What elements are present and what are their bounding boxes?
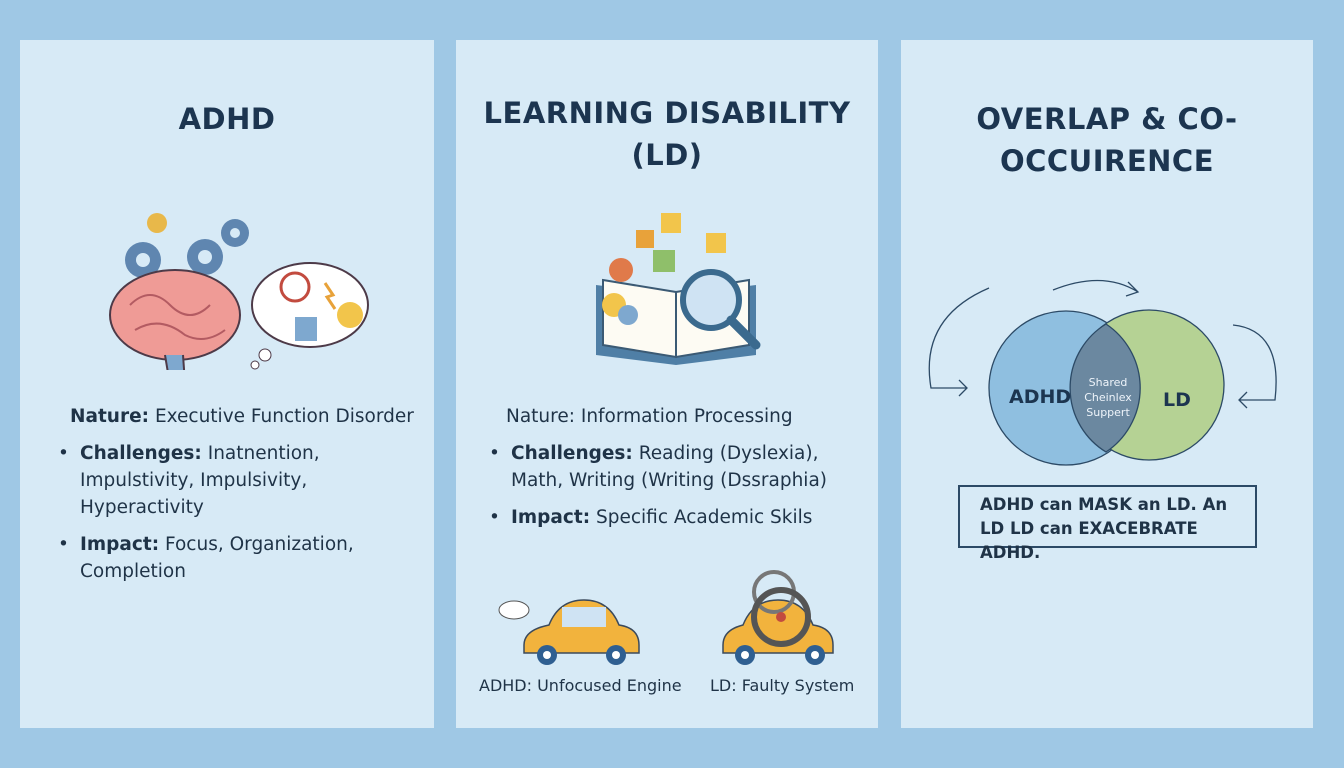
venn-center-line3: Suppert bbox=[1086, 406, 1130, 419]
ld-title: LEARNING DISABILITY (LD) bbox=[483, 96, 851, 172]
cycle-arrow-left-icon bbox=[928, 287, 990, 397]
car-faulty-system-icon bbox=[722, 570, 834, 665]
overlap-note: ADHD can MASK an LD. An LD LD can EXACEB… bbox=[958, 485, 1257, 562]
impact-value: Focus, Organization, Completion bbox=[80, 534, 354, 582]
venn-label-adhd: ADHD bbox=[1009, 386, 1071, 408]
nature-value: Executive Function Disorder bbox=[154, 406, 414, 427]
nature-line: Nature: Executive Function Disorder bbox=[70, 403, 430, 430]
ld-panel: LEARNING DISABILITY (LD) Nature: Informa… bbox=[456, 40, 878, 728]
overlap-title: OVERLAP & CO-OCCUIRENCE bbox=[976, 102, 1238, 178]
adhd-panel: ADHD Nature: Executive Function Disorder… bbox=[20, 40, 434, 728]
nature-label: Nature: bbox=[70, 406, 150, 427]
cycle-arrow-top-icon bbox=[1052, 279, 1140, 297]
brain-thought-illustration bbox=[109, 213, 369, 370]
nature-line: Nature: Information Processing bbox=[506, 403, 866, 430]
challenges-value: Reading (Dyslexia), Math, Writing (Writi… bbox=[511, 443, 827, 491]
impact-item: Impact: Focus, Organization, Completion bbox=[58, 531, 430, 585]
overlap-panel: OVERLAP & CO-OCCUIRENCE ADHD LD Shared C… bbox=[901, 40, 1313, 728]
challenges-item: Challenges: Reading (Dyslexia), Math, Wr… bbox=[489, 440, 866, 494]
challenges-item: Challenges: Inatnention, Impulstivity, I… bbox=[58, 440, 430, 521]
car-ld-caption: LD: Faulty System bbox=[710, 676, 855, 695]
challenges-value: Inatnention, Impulstivity, Impulsivity, … bbox=[80, 443, 320, 518]
venn-center-line2: Cheinlex bbox=[1084, 391, 1132, 404]
nature-label: Nature: bbox=[506, 406, 575, 427]
car-unfocused-engine-icon bbox=[498, 599, 640, 665]
car-adhd-caption: ADHD: Unfocused Engine bbox=[479, 676, 682, 695]
adhd-bullet-list: Challenges: Inatnention, Impulstivity, I… bbox=[58, 440, 430, 585]
letters-icon bbox=[602, 213, 726, 325]
impact-value: Specific Academic Skils bbox=[596, 507, 813, 528]
book-magnifier-illustration bbox=[596, 213, 761, 365]
gear-icon bbox=[125, 213, 249, 278]
adhd-details: Nature: Executive Function Disorder Chal… bbox=[58, 403, 430, 595]
challenges-label: Challenges: bbox=[80, 443, 202, 464]
venn-center-line1: Shared bbox=[1089, 376, 1128, 389]
impact-label: Impact: bbox=[80, 534, 160, 555]
venn-diagram: ADHD LD Shared Cheinlex Suppert bbox=[928, 279, 1277, 466]
magnifier-icon bbox=[680, 269, 761, 350]
ld-bullet-list: Challenges: Reading (Dyslexia), Math, Wr… bbox=[489, 440, 866, 531]
impact-label: Impact: bbox=[511, 507, 591, 528]
ld-details: Nature: Information Processing Challenge… bbox=[489, 403, 866, 541]
cycle-arrow-right-icon bbox=[1232, 324, 1277, 409]
adhd-title: ADHD bbox=[178, 102, 276, 136]
nature-value: Information Processing bbox=[580, 406, 793, 427]
brain-icon bbox=[109, 269, 241, 370]
venn-label-ld: LD bbox=[1163, 389, 1191, 411]
thought-bubble-icon bbox=[250, 262, 369, 370]
venn-overlap bbox=[1069, 323, 1141, 453]
challenges-label: Challenges: bbox=[511, 443, 633, 464]
impact-item: Impact: Specific Academic Skils bbox=[489, 504, 866, 531]
